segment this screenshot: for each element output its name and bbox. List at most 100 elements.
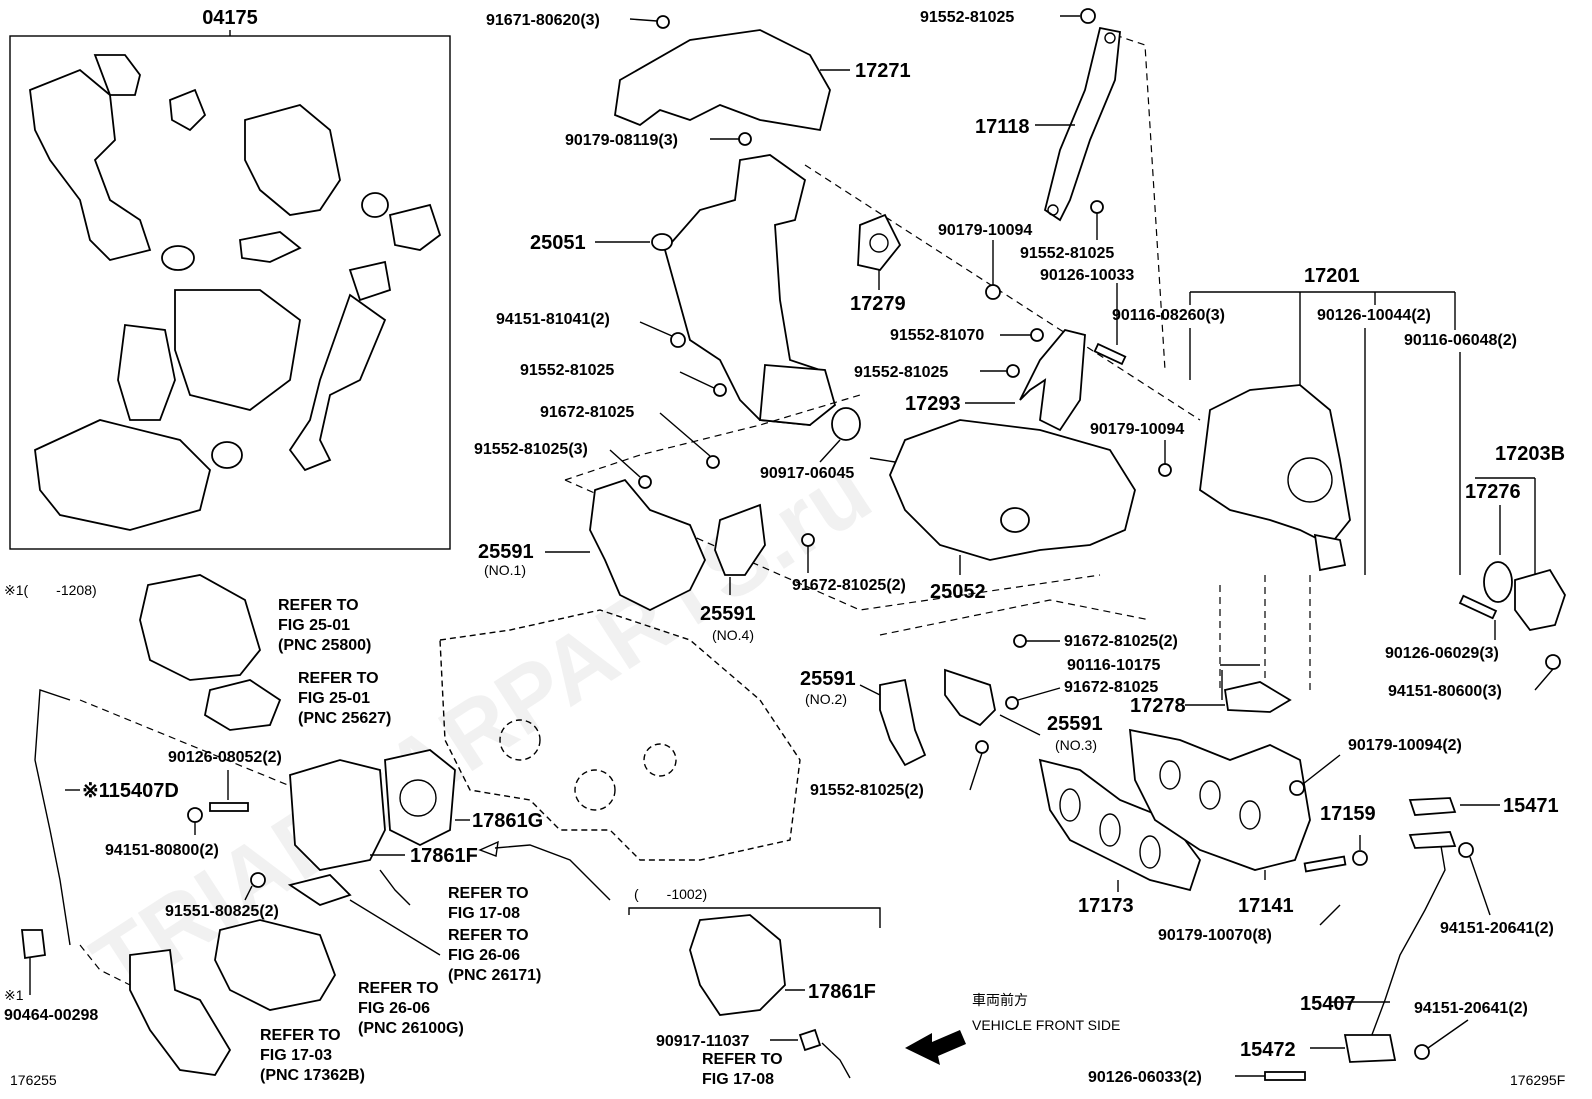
- label-91552-81025-3: 91552-81025(3): [474, 441, 588, 458]
- ref6-line2: FIG 17-03: [260, 1047, 332, 1064]
- ref5-line2: FIG 26-06: [358, 1000, 430, 1017]
- label-17118: 17118: [975, 116, 1030, 138]
- ref5-line1: REFER TO: [358, 980, 439, 997]
- part-17118: 17118: [975, 26, 1121, 222]
- part-17271: 17271: [614, 29, 911, 132]
- label-91552-81025-c: 91552-81025: [854, 364, 948, 381]
- label-90116-06048: 90116-06048(2): [1404, 332, 1517, 349]
- part-15471: [1408, 797, 1457, 816]
- part-25591-no1: 25591 (NO.1): [478, 478, 706, 612]
- part-egr-body: [289, 759, 386, 871]
- label-90179-10094-b: 90179-10094: [1090, 421, 1184, 438]
- kit-04175-box: 04175: [9, 7, 451, 550]
- part-17279: 17279: [850, 213, 906, 315]
- front-label-jp: 車両前方: [972, 992, 1028, 1008]
- label-91671-80620: 91671-80620(3): [486, 12, 600, 29]
- ref4-line2: FIG 26-06: [448, 947, 520, 964]
- label-15472: 15472: [1240, 1039, 1296, 1061]
- label-25591-no1: 25591: [478, 541, 534, 563]
- part-25052: 25052: [869, 419, 1136, 603]
- ref2-line3: (PNC 25627): [298, 710, 391, 727]
- label-90179-10094-2: 90179-10094(2): [1348, 737, 1462, 754]
- label-25591-no3-sub: (NO.3): [1055, 737, 1097, 753]
- label-25051: 25051: [530, 232, 586, 254]
- ref4-line3: (PNC 26171): [448, 967, 541, 984]
- label-25591-no4: 25591: [700, 603, 756, 625]
- label-17293: 17293: [905, 393, 961, 415]
- label-04175: 04175: [202, 7, 258, 29]
- label-25591-no3: 25591: [1047, 713, 1103, 735]
- label-90126-10033: 90126-10033: [1040, 267, 1134, 284]
- label-17276: 17276: [1465, 481, 1521, 503]
- part-17293: 17293: [905, 328, 1086, 432]
- front-label-en: VEHICLE FRONT SIDE: [972, 1017, 1120, 1033]
- ref3-line2: FIG 17-08: [448, 905, 520, 922]
- label-17861F-a: 17861F: [410, 845, 478, 867]
- label-90116-10175: 90116-10175: [1067, 657, 1161, 674]
- part-25591-no4: 25591 (NO.4): [700, 503, 766, 643]
- cylinder-head-outline: [439, 609, 801, 861]
- part-25591-no3: 25591 (NO.3): [944, 668, 1103, 753]
- label-90179-10094-a: 90179-10094: [938, 222, 1032, 239]
- label-91672-81025-2a: 91672-81025(2): [792, 577, 906, 594]
- ref2-line2: FIG 25-01: [298, 690, 370, 707]
- part-17861G: [384, 749, 456, 847]
- label-91552-81025-b: 91552-81025: [1020, 245, 1114, 262]
- ref1-line2: FIG 25-01: [278, 617, 350, 634]
- part-25591-no2: 25591 (NO.2): [800, 668, 927, 767]
- label-17201: 17201: [1304, 265, 1360, 287]
- part-90917-06045: [831, 407, 861, 441]
- label-90126-06033: 90126-06033(2): [1088, 1069, 1202, 1086]
- diagram-code-right: 176295F: [1510, 1072, 1565, 1088]
- part-ref-26100G: [214, 919, 336, 1011]
- label-91552-81025-2: 91552-81025(2): [810, 782, 924, 799]
- label-17271: 17271: [855, 60, 911, 82]
- label-90464-00298: 90464-00298: [4, 1007, 98, 1024]
- ref1-line1: REFER TO: [278, 597, 359, 614]
- label-90126-10044: 90126-10044(2): [1317, 307, 1431, 324]
- label-90179-10070: 90179-10070(8): [1158, 927, 1272, 944]
- label-94151-81041: 94151-81041(2): [496, 311, 610, 328]
- label-90126-06029: 90126-06029(3): [1385, 645, 1499, 662]
- label-91672-81025-a: 91672-81025: [540, 404, 634, 421]
- label-94151-20641-b: 94151-20641(2): [1414, 1000, 1528, 1017]
- label-17278: 17278: [1130, 695, 1186, 717]
- part-17141: 17141: [1128, 728, 1311, 917]
- part-15407D: [34, 689, 71, 946]
- label-17141: 17141: [1238, 895, 1294, 917]
- part-gasket-26171: [287, 874, 352, 906]
- vehicle-front-arrow-icon: [905, 1030, 966, 1065]
- part-17276: [1483, 561, 1513, 603]
- label-17159: 17159: [1320, 803, 1376, 825]
- label-90917-11037: 90917-11037: [656, 1033, 750, 1050]
- ref5-line3: (PNC 26100G): [358, 1020, 464, 1037]
- part-90464-00298: [20, 929, 46, 960]
- part-25051: 25051: [530, 154, 837, 426]
- label-15471: 15471: [1503, 795, 1559, 817]
- ref4-line1: REFER TO: [448, 927, 529, 944]
- part-ref-17362B: [129, 948, 232, 1076]
- label-90179-08119: 90179-08119(3): [565, 132, 678, 149]
- label-17861F-b: 17861F: [808, 981, 876, 1003]
- part-15472: [1343, 1034, 1397, 1063]
- label-94151-20641-a: 94151-20641(2): [1440, 920, 1554, 937]
- label-91672-81025-2b: 91672-81025(2): [1064, 633, 1178, 650]
- part-17861F-sub: [689, 914, 786, 1016]
- part-ref-25800: [139, 574, 261, 681]
- ref2-line1: REFER TO: [298, 670, 379, 687]
- label-17203B: 17203B: [1495, 443, 1565, 465]
- part-17173: 17173: [1038, 758, 1202, 917]
- label-94151-80600: 94151-80600(3): [1388, 683, 1502, 700]
- label-25591-no2-sub: (NO.2): [805, 691, 847, 707]
- note-range-1208: ※1( -1208): [4, 582, 97, 598]
- label-94151-80800: 94151-80800(2): [105, 842, 219, 859]
- ref7-line1: REFER TO: [702, 1051, 783, 1068]
- part-17278: 17278: [1130, 681, 1292, 717]
- label-91551-80825: 91551-80825(2): [165, 903, 279, 920]
- label-17279: 17279: [850, 293, 906, 315]
- label-91672-81025-b: 91672-81025: [1064, 679, 1158, 696]
- part-17201: 17201: [1190, 265, 1455, 572]
- ref6-line1: REFER TO: [260, 1027, 341, 1044]
- label-90116-08260: 90116-08260(3): [1112, 307, 1225, 324]
- label-91552-81070: 91552-81070: [890, 327, 984, 344]
